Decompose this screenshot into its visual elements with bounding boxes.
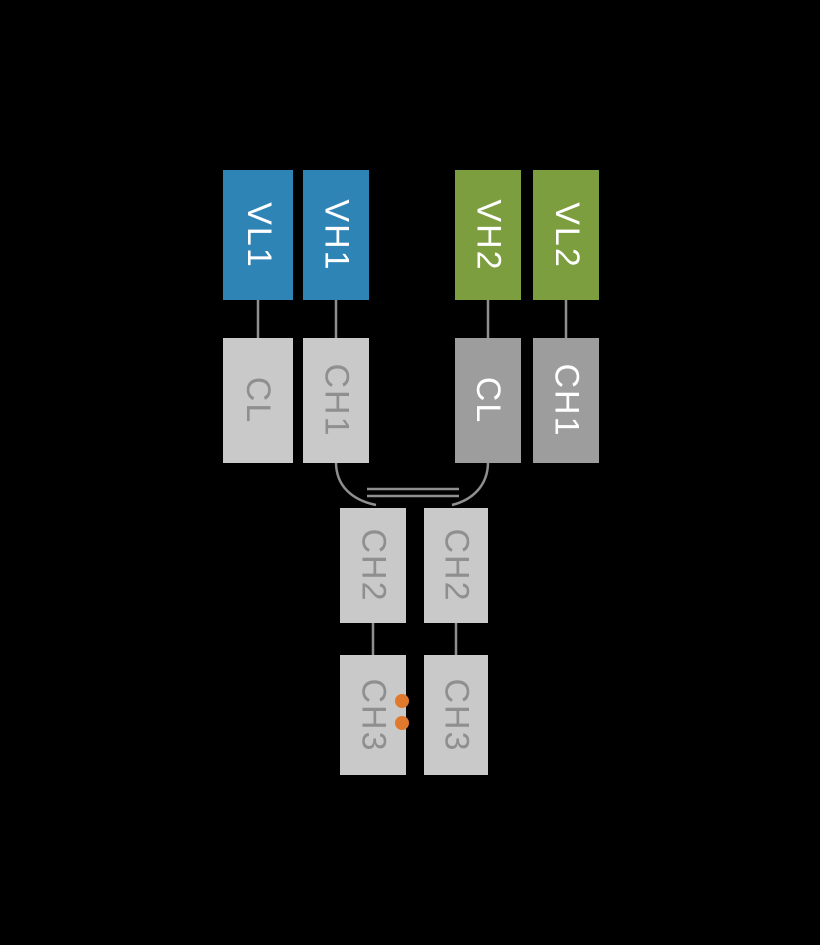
domain-ch2-left: CH2 xyxy=(340,508,406,623)
domain-vh1: VH1 xyxy=(303,170,369,300)
domain-ch2-right: CH2 xyxy=(424,508,488,623)
domain-ch3-right: CH3 xyxy=(424,655,488,775)
hinge-curve-left xyxy=(334,461,377,507)
domain-label: CL xyxy=(469,376,508,425)
domain-label: CH1 xyxy=(547,363,586,438)
domain-label: VH1 xyxy=(317,198,356,272)
mutation-dot xyxy=(395,694,409,708)
domain-ch1-left: CH1 xyxy=(303,338,369,463)
domain-label: CH3 xyxy=(354,677,393,753)
domain-label: CH3 xyxy=(437,677,476,753)
domain-label: CL xyxy=(239,376,278,425)
domain-label: VL1 xyxy=(239,201,278,269)
domain-cl-left: CL xyxy=(223,338,293,463)
domain-label: CH2 xyxy=(354,528,393,603)
domain-label: CH2 xyxy=(437,528,476,603)
domain-ch3-left: CH3 xyxy=(340,655,406,775)
domain-label: CH1 xyxy=(317,363,356,438)
mutation-dot xyxy=(395,716,409,730)
domain-vl1: VL1 xyxy=(223,170,293,300)
hinge-curve-right xyxy=(451,461,490,507)
domain-cl-right: CL xyxy=(455,338,521,463)
domain-label: VL2 xyxy=(547,201,586,269)
domain-vh2: VH2 xyxy=(455,170,521,300)
domain-label: VH2 xyxy=(469,198,508,272)
domain-ch1-right: CH1 xyxy=(533,338,599,463)
domain-vl2: VL2 xyxy=(533,170,599,300)
